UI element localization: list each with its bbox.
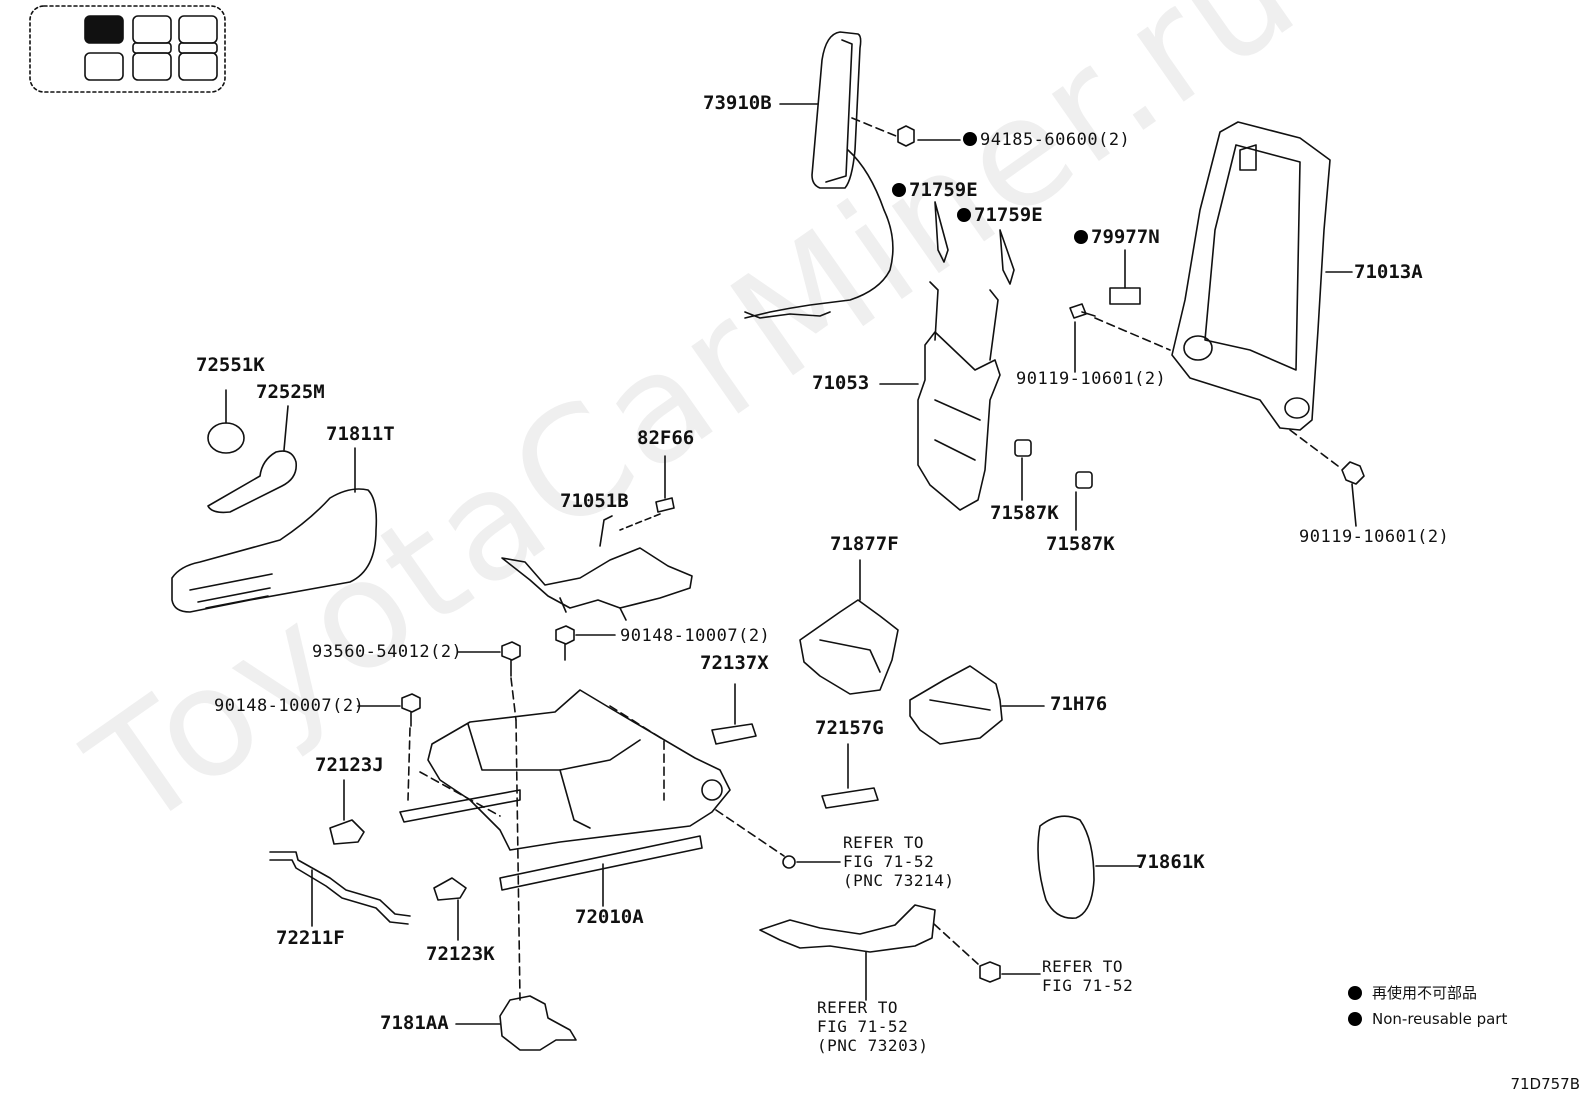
label-72525M: 72525M — [256, 381, 325, 403]
legend: 再使用不可部品 Non-reusable part — [1348, 980, 1507, 1032]
side-shield-71811T — [171, 447, 378, 613]
label-79977N — [1109, 249, 1141, 305]
bracket-71053 — [879, 281, 1001, 511]
part-72157G — [821, 743, 879, 809]
label-93560-54012: 93560-54012(2) — [312, 642, 463, 662]
label-71587K-b: 71587K — [1046, 533, 1115, 555]
seat-position-indicator — [29, 5, 226, 93]
bolt-90119-a — [1069, 303, 1171, 373]
label-72551K: 72551K — [196, 354, 265, 376]
label-72211F: 72211F — [276, 927, 345, 949]
cap-72551K — [207, 389, 245, 454]
diagram-code: 71D757B — [1510, 1075, 1580, 1093]
label-72123J: 72123J — [315, 754, 384, 776]
wire-72211F — [269, 851, 411, 927]
side-airbag-73910B — [744, 31, 894, 319]
part-72123K — [433, 877, 467, 941]
label-71587K-a: 71587K — [990, 502, 1059, 524]
seat-track-72010A — [399, 689, 785, 1001]
legend-jp: 再使用不可部品 — [1372, 984, 1478, 1002]
label-72137X: 72137X — [700, 652, 769, 674]
label-72010A: 72010A — [575, 906, 644, 928]
knob-72525M — [207, 405, 298, 514]
legend-bullet-icon — [1348, 986, 1362, 1000]
label-71811T: 71811T — [326, 423, 395, 445]
label-94185-60600: 94185-60600(2) — [963, 131, 1130, 150]
label-71053: 71053 — [812, 372, 870, 394]
cover-71877F — [799, 559, 899, 695]
label-90119-10601-b: 90119-10601(2) — [1299, 527, 1450, 547]
seat-belt-buckle — [759, 904, 979, 1001]
cover-71H76 — [909, 665, 1045, 745]
refer-note-73214: REFER TO FIG 71-52 (PNC 73214) — [843, 833, 955, 890]
bolt-90148-a — [555, 625, 616, 661]
part-72123J — [329, 779, 365, 845]
part-82F66 — [619, 455, 675, 531]
label-7181AA: 7181AA — [380, 1012, 449, 1034]
label-72123K: 72123K — [426, 943, 495, 965]
refer-note-71-52: REFER TO FIG 71-52 — [1042, 957, 1134, 995]
clip-71587K-a — [1014, 439, 1032, 501]
label-71877F: 71877F — [830, 533, 899, 555]
legend-en: Non-reusable part — [1372, 1010, 1508, 1028]
washer — [782, 855, 841, 869]
label-72157G: 72157G — [815, 717, 884, 739]
clips-71759E — [934, 201, 1015, 285]
part-72137X — [711, 683, 757, 745]
label-71759E-a: 71759E — [892, 181, 978, 200]
label-71013A: 71013A — [1354, 261, 1423, 283]
refer-note-73203: REFER TO FIG 71-52 (PNC 73203) — [817, 998, 929, 1055]
label-90148-10007-b: 90148-10007(2) — [214, 696, 365, 716]
label-79977N: 79977N — [1074, 228, 1160, 247]
nut-94185 — [851, 117, 961, 147]
seatback-frame-71013A — [1171, 121, 1353, 431]
bolt-90148-b — [357, 693, 421, 801]
harness-71051B — [501, 515, 693, 621]
nut-bottom — [979, 961, 1041, 983]
cover-71861K — [1037, 815, 1141, 919]
label-90119-10601-a: 90119-10601(2) — [1016, 369, 1167, 389]
label-71759E-b: 71759E — [957, 206, 1043, 225]
label-71H76: 71H76 — [1050, 693, 1108, 715]
clip-71587K-b — [1075, 471, 1093, 531]
bolt-93560 — [457, 641, 521, 721]
label-82F66: 82F66 — [637, 427, 695, 449]
label-90148-10007-a: 90148-10007(2) — [620, 626, 771, 646]
label-71051B: 71051B — [560, 490, 629, 512]
bolt-90119-b — [1289, 429, 1365, 527]
legend-bullet-icon — [1348, 1012, 1362, 1026]
bracket-7181AA — [455, 995, 577, 1051]
label-71861K: 71861K — [1136, 851, 1205, 873]
label-73910B: 73910B — [703, 92, 772, 114]
